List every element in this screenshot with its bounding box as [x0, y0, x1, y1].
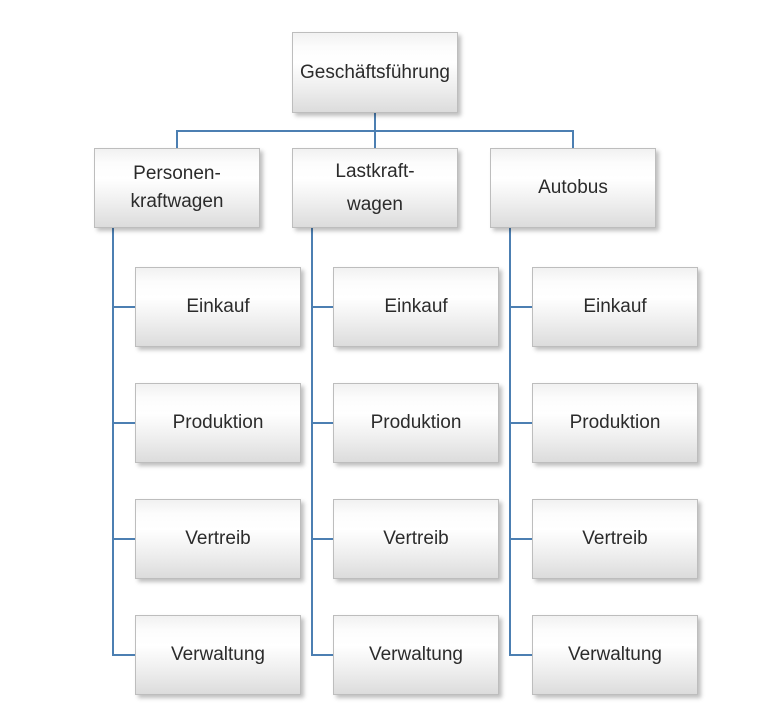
node-lkw-vertreib-label: Vertreib: [383, 528, 449, 550]
connector-stub-col1-verwaltung: [112, 654, 136, 656]
node-pkw-vertreib[interactable]: Vertreib: [135, 499, 301, 579]
connector-stub-col2-verwaltung: [311, 654, 334, 656]
node-lkw-einkauf-label: Einkauf: [384, 296, 448, 318]
node-lkw-vertreib[interactable]: Vertreib: [333, 499, 499, 579]
connector-rail-division-1: [112, 227, 114, 656]
node-pkw-produktion[interactable]: Produktion: [135, 383, 301, 463]
node-bus-einkauf[interactable]: Einkauf: [532, 267, 698, 347]
connector-stub-col2-vertreib: [311, 538, 334, 540]
connector-stub-col1-vertreib: [112, 538, 136, 540]
node-lkw-produktion-label: Produktion: [370, 412, 462, 434]
connector-stub-col3-vertreib: [509, 538, 533, 540]
node-autobus-label: Autobus: [538, 177, 608, 199]
node-pkw-verwaltung-label: Verwaltung: [170, 644, 265, 666]
node-geschaeftsfuehrung[interactable]: Geschäftsführung: [292, 32, 458, 113]
connector-rail-division-3: [509, 227, 511, 656]
node-lkw-verwaltung[interactable]: Verwaltung: [333, 615, 499, 695]
node-pkw-einkauf[interactable]: Einkauf: [135, 267, 301, 347]
node-lkw-produktion[interactable]: Produktion: [333, 383, 499, 463]
node-lastkraftwagen[interactable]: Lastkraft- wagen: [292, 148, 458, 228]
node-pkw-produktion-label: Produktion: [172, 412, 264, 434]
connector-drop-division-3: [572, 130, 574, 149]
node-bus-produktion-label: Produktion: [569, 412, 661, 434]
connector-stub-col2-einkauf: [311, 306, 334, 308]
node-personenkraftwagen[interactable]: Personen- kraftwagen: [94, 148, 260, 228]
connector-rail-division-2: [311, 227, 313, 656]
node-bus-einkauf-label: Einkauf: [583, 296, 647, 318]
node-personenkraftwagen-label: Personen- kraftwagen: [130, 163, 224, 212]
connector-stub-col3-verwaltung: [509, 654, 533, 656]
connector-stub-col2-produktion: [311, 422, 334, 424]
node-lkw-einkauf[interactable]: Einkauf: [333, 267, 499, 347]
node-bus-vertreib-label: Vertreib: [582, 528, 648, 550]
node-pkw-einkauf-label: Einkauf: [186, 296, 250, 318]
node-bus-vertreib[interactable]: Vertreib: [532, 499, 698, 579]
node-pkw-verwaltung[interactable]: Verwaltung: [135, 615, 301, 695]
connector-stub-col1-produktion: [112, 422, 136, 424]
node-bus-verwaltung[interactable]: Verwaltung: [532, 615, 698, 695]
node-bus-verwaltung-label: Verwaltung: [567, 644, 662, 666]
node-pkw-vertreib-label: Vertreib: [185, 528, 251, 550]
node-lkw-verwaltung-label: Verwaltung: [368, 644, 463, 666]
connector-top-horizontal: [176, 130, 574, 132]
node-lastkraftwagen-label: Lastkraft- wagen: [335, 160, 415, 215]
node-geschaeftsfuehrung-label: Geschäftsführung: [300, 61, 450, 83]
connector-stub-col3-produktion: [509, 422, 533, 424]
connector-drop-division-1: [176, 130, 178, 149]
node-autobus[interactable]: Autobus: [490, 148, 656, 228]
connector-stub-col3-einkauf: [509, 306, 533, 308]
node-bus-produktion[interactable]: Produktion: [532, 383, 698, 463]
connector-stub-col1-einkauf: [112, 306, 136, 308]
